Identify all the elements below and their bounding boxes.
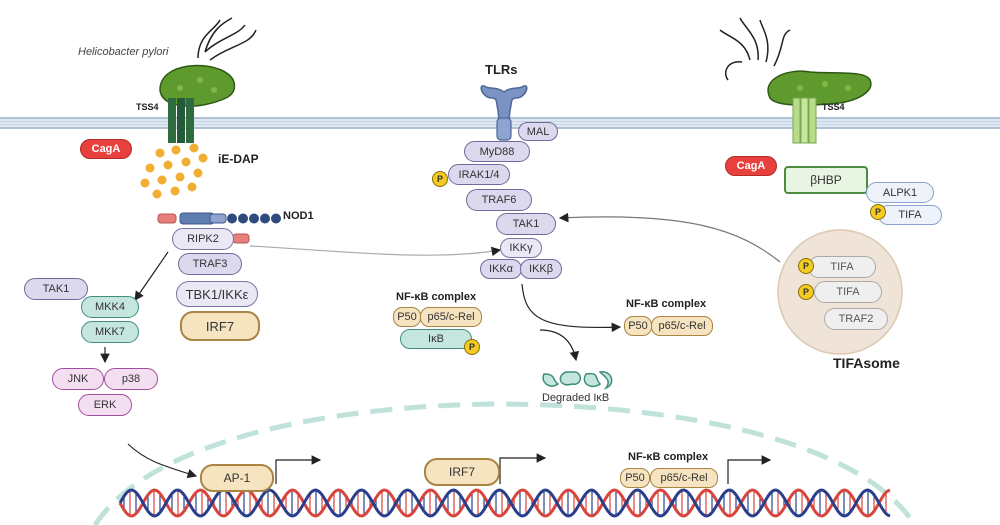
- traf6-protein: TRAF6: [466, 189, 532, 211]
- degraded-ikb-label: Degraded IκB: [542, 392, 610, 404]
- ripk2-card-domain: [232, 233, 250, 244]
- irf7-nuclear-protein: IRF7: [424, 458, 500, 486]
- tbk1-ikke-protein: TBK1/IKKε: [176, 281, 258, 307]
- erk-protein: ERK: [78, 394, 132, 416]
- ripk2-protein: RIPK2: [172, 228, 234, 250]
- tss4-right-label: TSS4: [822, 102, 845, 112]
- phosphate-tifa-3: P: [798, 284, 814, 300]
- p65-protein-3: p65/c-Rel: [650, 468, 718, 488]
- caga-right: CagA: [725, 156, 777, 176]
- tss4-left-label: TSS4: [136, 102, 159, 112]
- p65-protein-2: p65/c-Rel: [651, 316, 713, 336]
- p50-protein-1: P50: [393, 307, 421, 327]
- ie-dap-label: iE-DAP: [218, 152, 259, 166]
- bacterium-right: [719, 17, 872, 144]
- nfkb-complex-label-2: NF-κB complex: [626, 298, 707, 310]
- degraded-ikb-fragments: [542, 371, 613, 390]
- p65-protein-1: p65/c-Rel: [420, 307, 482, 327]
- jnk-protein: JNK: [52, 368, 104, 390]
- alpk1-protein: ALPK1: [866, 182, 934, 203]
- dna-helix: [118, 488, 891, 518]
- ikka-protein: IKKα: [480, 259, 522, 279]
- dna-strand: [118, 488, 891, 518]
- ap1-protein: AP-1: [200, 464, 274, 492]
- nfkb-complex-label-3: NF-κB complex: [628, 451, 709, 463]
- tifa-protein-3: TIFA: [814, 281, 882, 303]
- tifasome-label: TIFAsome: [833, 355, 900, 371]
- ikkb-protein: IKKβ: [520, 259, 562, 279]
- p50-protein-3: P50: [620, 468, 650, 488]
- mkk7-protein: MKK7: [81, 321, 139, 343]
- phosphate-ikb: P: [464, 339, 480, 355]
- p38-protein: p38: [104, 368, 158, 390]
- pathway-arrows: [100, 212, 781, 484]
- irf7-cyto-protein: IRF7: [180, 311, 260, 341]
- phosphate-tifa-1: P: [870, 204, 886, 220]
- tifa-protein-2: TIFA: [808, 256, 876, 278]
- tifa-protein-1: TIFA: [878, 205, 942, 225]
- myd88-protein: MyD88: [464, 141, 530, 162]
- traf3-protein: TRAF3: [178, 253, 242, 275]
- nfkb-complex-label-1: NF-κB complex: [396, 291, 477, 303]
- ie-dap-molecules: [140, 143, 208, 199]
- ikkg-protein: IKKγ: [500, 238, 542, 258]
- tak1-left-protein: TAK1: [24, 278, 88, 300]
- caga-left: CagA: [80, 139, 132, 159]
- nuclear-envelope: [92, 401, 918, 525]
- bhbp-molecule: βHBP: [784, 166, 868, 194]
- nod1-protein: [157, 212, 281, 225]
- tlr-receptor: [480, 85, 528, 141]
- bacterium-left: [159, 17, 257, 143]
- irak14-protein: IRAK1/4: [448, 164, 510, 185]
- tlrs-label: TLRs: [485, 62, 518, 77]
- phosphate-tifa-2: P: [798, 258, 814, 274]
- traf2-protein: TRAF2: [824, 308, 888, 330]
- mal-protein: MAL: [518, 122, 558, 141]
- mkk4-protein: MKK4: [81, 296, 139, 318]
- phosphate-irak: P: [432, 171, 448, 187]
- nod1-label: NOD1: [283, 210, 314, 222]
- helicobacter-label: Helicobacter pylori: [78, 46, 169, 58]
- tak1-center-protein: TAK1: [496, 213, 556, 235]
- p50-protein-2: P50: [624, 316, 652, 336]
- ikb-protein: IκB: [400, 329, 472, 349]
